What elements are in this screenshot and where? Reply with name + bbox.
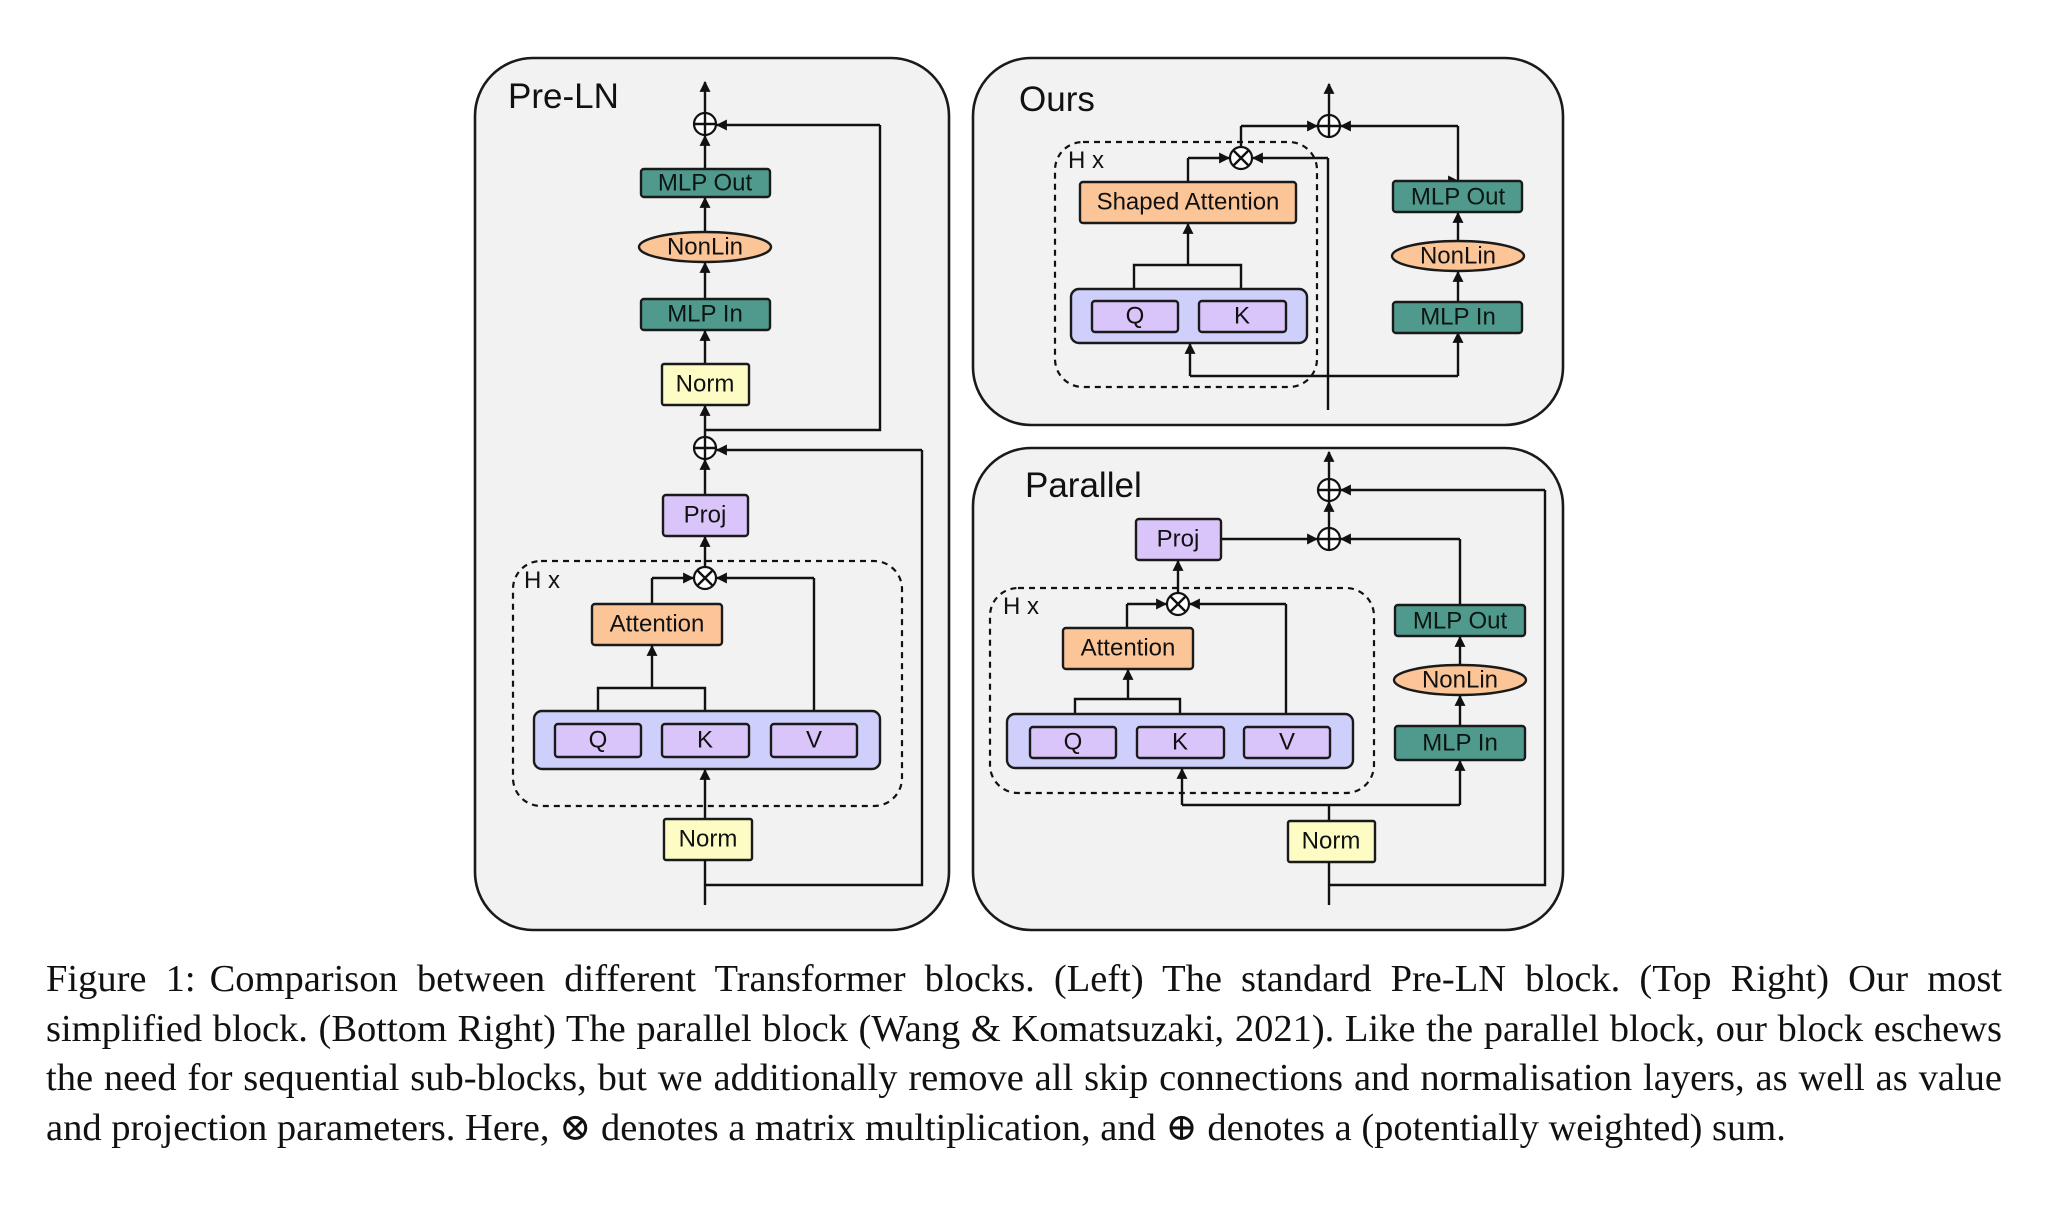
panel-parallel-title: Parallel	[1025, 466, 1142, 505]
nonlin-label: NonLin	[1422, 667, 1498, 694]
panel-parallel-frame	[971, 446, 1565, 932]
norm-block	[662, 817, 754, 862]
matmul-op-icon	[1165, 591, 1191, 617]
panel-ours: Ours H x Shaped Attention Q	[971, 56, 1565, 427]
panel-pre-ln: Pre-LN MLP Out NonLin MLP In Norm	[473, 56, 951, 932]
v-label: V	[1279, 729, 1295, 756]
caption-text: Comparison between different Transformer…	[46, 958, 2002, 1149]
heads-label: H x	[1068, 147, 1104, 174]
heads-group	[1053, 140, 1319, 389]
transformer-blocks-diagram: Pre-LN MLP Out NonLin MLP In Norm	[473, 56, 1565, 932]
sum-op-icon	[692, 111, 718, 137]
shaped-attention-label: Shaped Attention	[1097, 189, 1280, 216]
attention-label: Attention	[1081, 635, 1176, 662]
attention-label: Attention	[610, 611, 705, 638]
nonlin-label: NonLin	[667, 234, 743, 261]
q-block	[1090, 299, 1180, 334]
nonlin-label: NonLin	[1420, 243, 1496, 270]
k-block	[1135, 725, 1226, 760]
norm-label: Norm	[676, 371, 735, 398]
v-block	[769, 722, 859, 759]
q-label: Q	[1126, 303, 1145, 330]
heads-label: H x	[1003, 593, 1039, 620]
caption-label: Figure 1:	[46, 958, 196, 1000]
k-label: K	[697, 727, 713, 754]
k-label: K	[1234, 303, 1250, 330]
k-block	[660, 722, 751, 759]
q-block	[553, 722, 643, 759]
mlp-in-label: MLP In	[667, 301, 743, 328]
proj-label: Proj	[1157, 526, 1200, 553]
q-label: Q	[589, 727, 608, 754]
mlp-out-label: MLP Out	[658, 170, 753, 197]
v-block	[1242, 725, 1332, 760]
mlp-in-label: MLP In	[1422, 730, 1498, 757]
heads-group	[511, 559, 904, 808]
sum-op-icon	[692, 435, 718, 461]
mlp-out-label: MLP Out	[1413, 608, 1508, 635]
mlp-out-label: MLP Out	[1411, 184, 1506, 211]
figure-caption: Figure 1:Comparison between different Tr…	[46, 955, 2002, 1153]
norm-label: Norm	[679, 826, 738, 853]
mlp-in-label: MLP In	[1420, 304, 1496, 331]
sum-op-icon	[1316, 526, 1342, 552]
v-label: V	[806, 727, 822, 754]
q-label: Q	[1064, 729, 1083, 756]
heads-label: H x	[524, 567, 560, 594]
k-label: K	[1172, 729, 1188, 756]
proj-label: Proj	[684, 502, 727, 529]
norm-label: Norm	[1302, 828, 1361, 855]
panel-ours-title: Ours	[1019, 80, 1095, 119]
matmul-op-icon	[1228, 145, 1254, 171]
sum-op-icon	[1316, 477, 1342, 503]
sum-op-icon	[1316, 113, 1342, 139]
matmul-op-icon	[692, 565, 718, 591]
mlp-in-block	[1391, 300, 1524, 335]
q-block	[1028, 725, 1118, 760]
panel-pre-ln-title: Pre-LN	[508, 77, 619, 116]
norm-block	[1286, 819, 1377, 864]
panel-parallel: Parallel Proj H x	[971, 446, 1565, 932]
mlp-in-block	[1393, 724, 1527, 762]
k-block	[1197, 299, 1288, 334]
